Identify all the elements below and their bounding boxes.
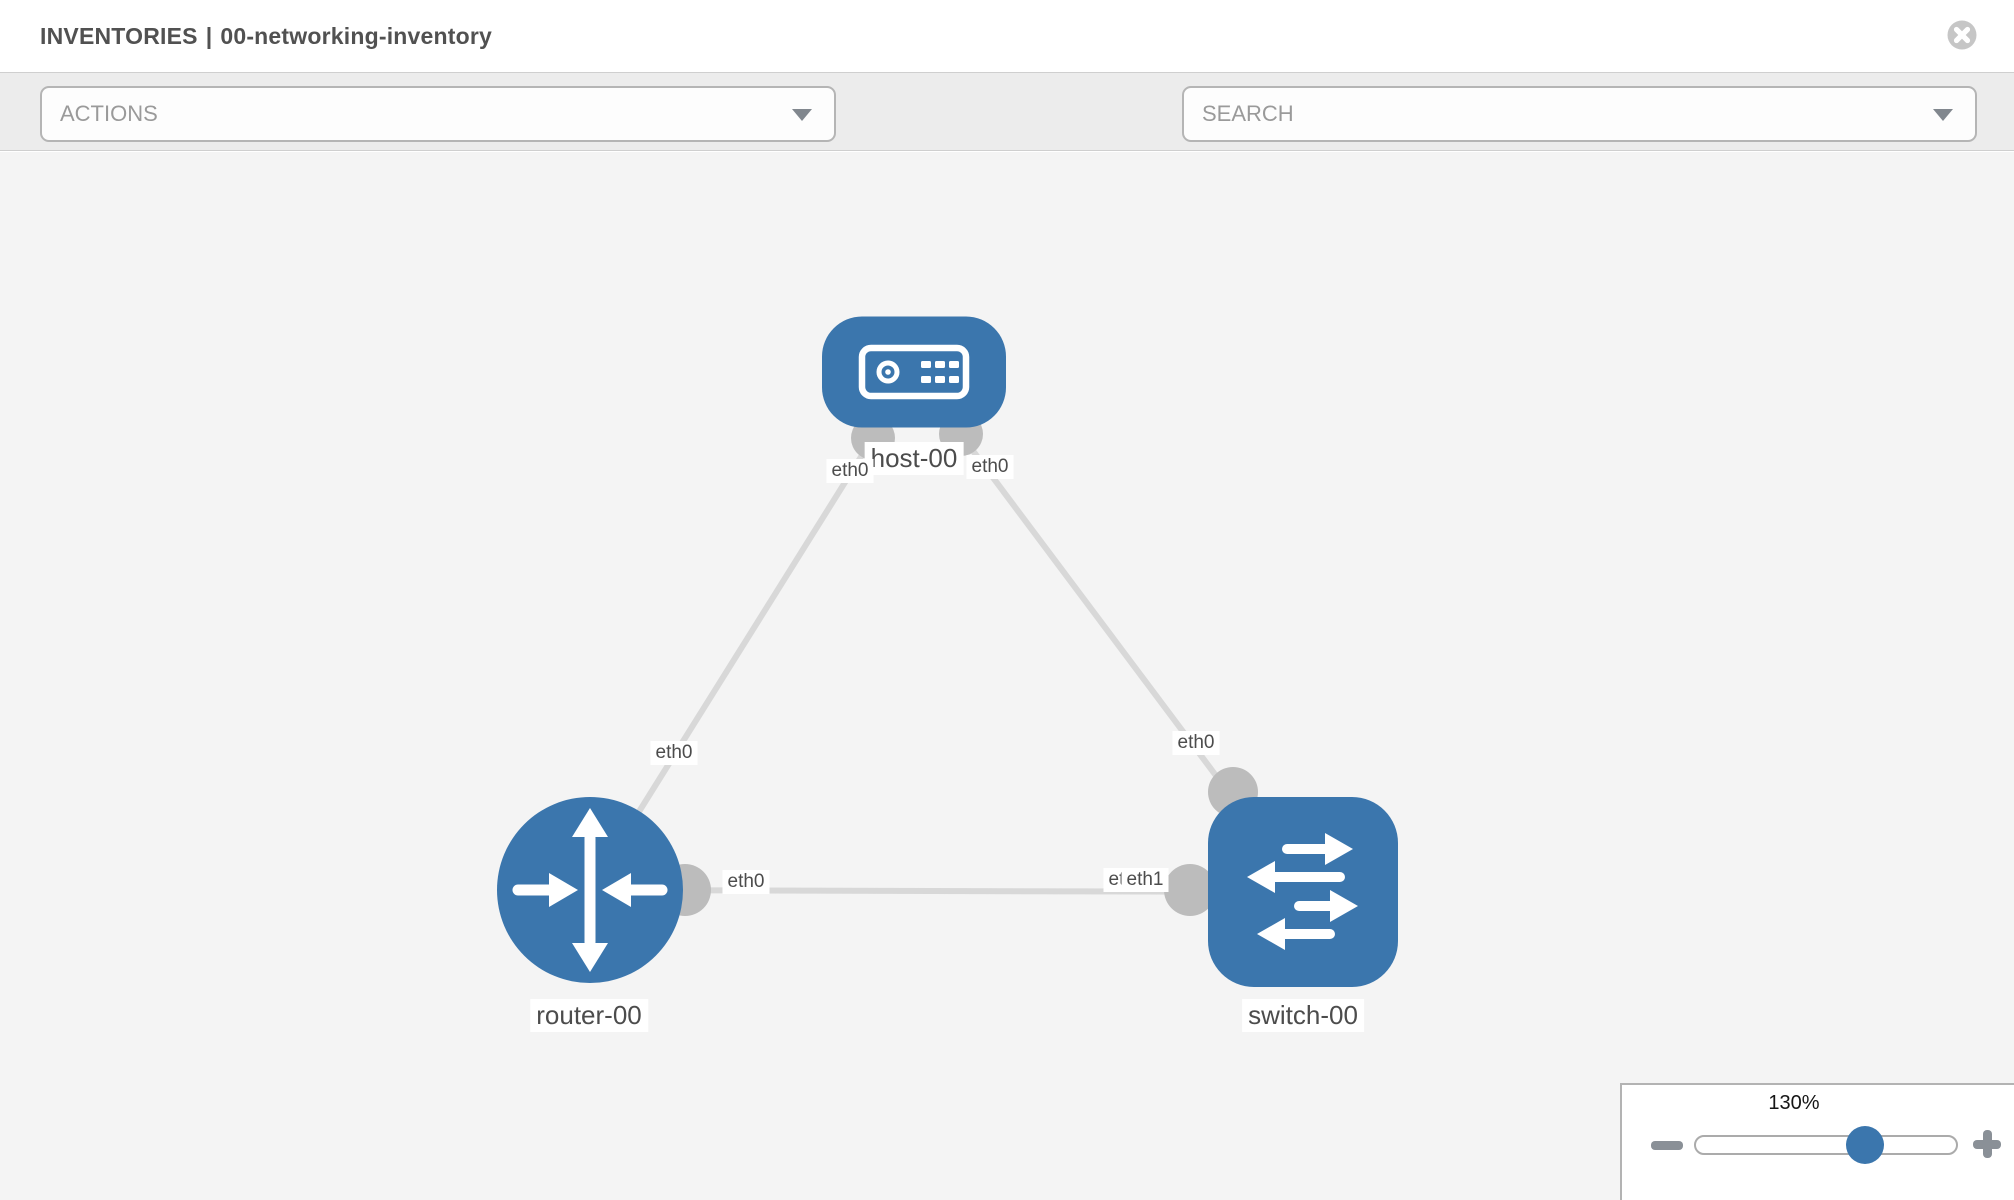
actions-dropdown-label: ACTIONS: [60, 101, 158, 126]
zoom-panel: 130%: [1620, 1083, 2014, 1200]
breadcrumb-section: INVENTORIES: [40, 23, 198, 49]
close-button[interactable]: [1946, 19, 1978, 51]
search-dropdown-label: SEARCH: [1202, 101, 1294, 126]
zoom-out-button[interactable]: [1650, 1134, 1684, 1156]
zoom-slider-thumb[interactable]: [1846, 1126, 1884, 1164]
search-dropdown[interactable]: SEARCH: [1182, 86, 1977, 142]
node-switch-00[interactable]: [1208, 797, 1398, 987]
host-device-icon: [858, 344, 970, 400]
topology-svg: [497, 316, 1398, 987]
toolbar: ACTIONS: [0, 73, 2014, 199]
breadcrumb-separator: |: [205, 23, 213, 49]
zoom-in-icon: [1982, 1130, 1992, 1158]
interface-connector: [1164, 864, 1216, 916]
chevron-down-icon: [792, 109, 812, 121]
close-icon: [1946, 20, 1978, 54]
node-host-00[interactable]: [822, 316, 1006, 428]
zoom-in-button[interactable]: [1972, 1129, 2002, 1159]
link-host-00-router-00[interactable]: [587, 370, 917, 892]
actions-dropdown[interactable]: ACTIONS: [40, 86, 836, 142]
node-router-00[interactable]: [497, 797, 683, 983]
zoom-slider-track[interactable]: [1694, 1126, 1958, 1164]
zoom-out-icon: [1651, 1141, 1683, 1150]
chevron-down-icon: [1933, 109, 1953, 121]
breadcrumb-inventory-name: 00-networking-inventory: [220, 23, 493, 49]
header: INVENTORIES | 00-networking-inventory: [0, 0, 2014, 73]
page-title: INVENTORIES | 00-networking-inventory: [40, 0, 492, 73]
zoom-level: 130%: [1768, 1092, 1820, 1114]
